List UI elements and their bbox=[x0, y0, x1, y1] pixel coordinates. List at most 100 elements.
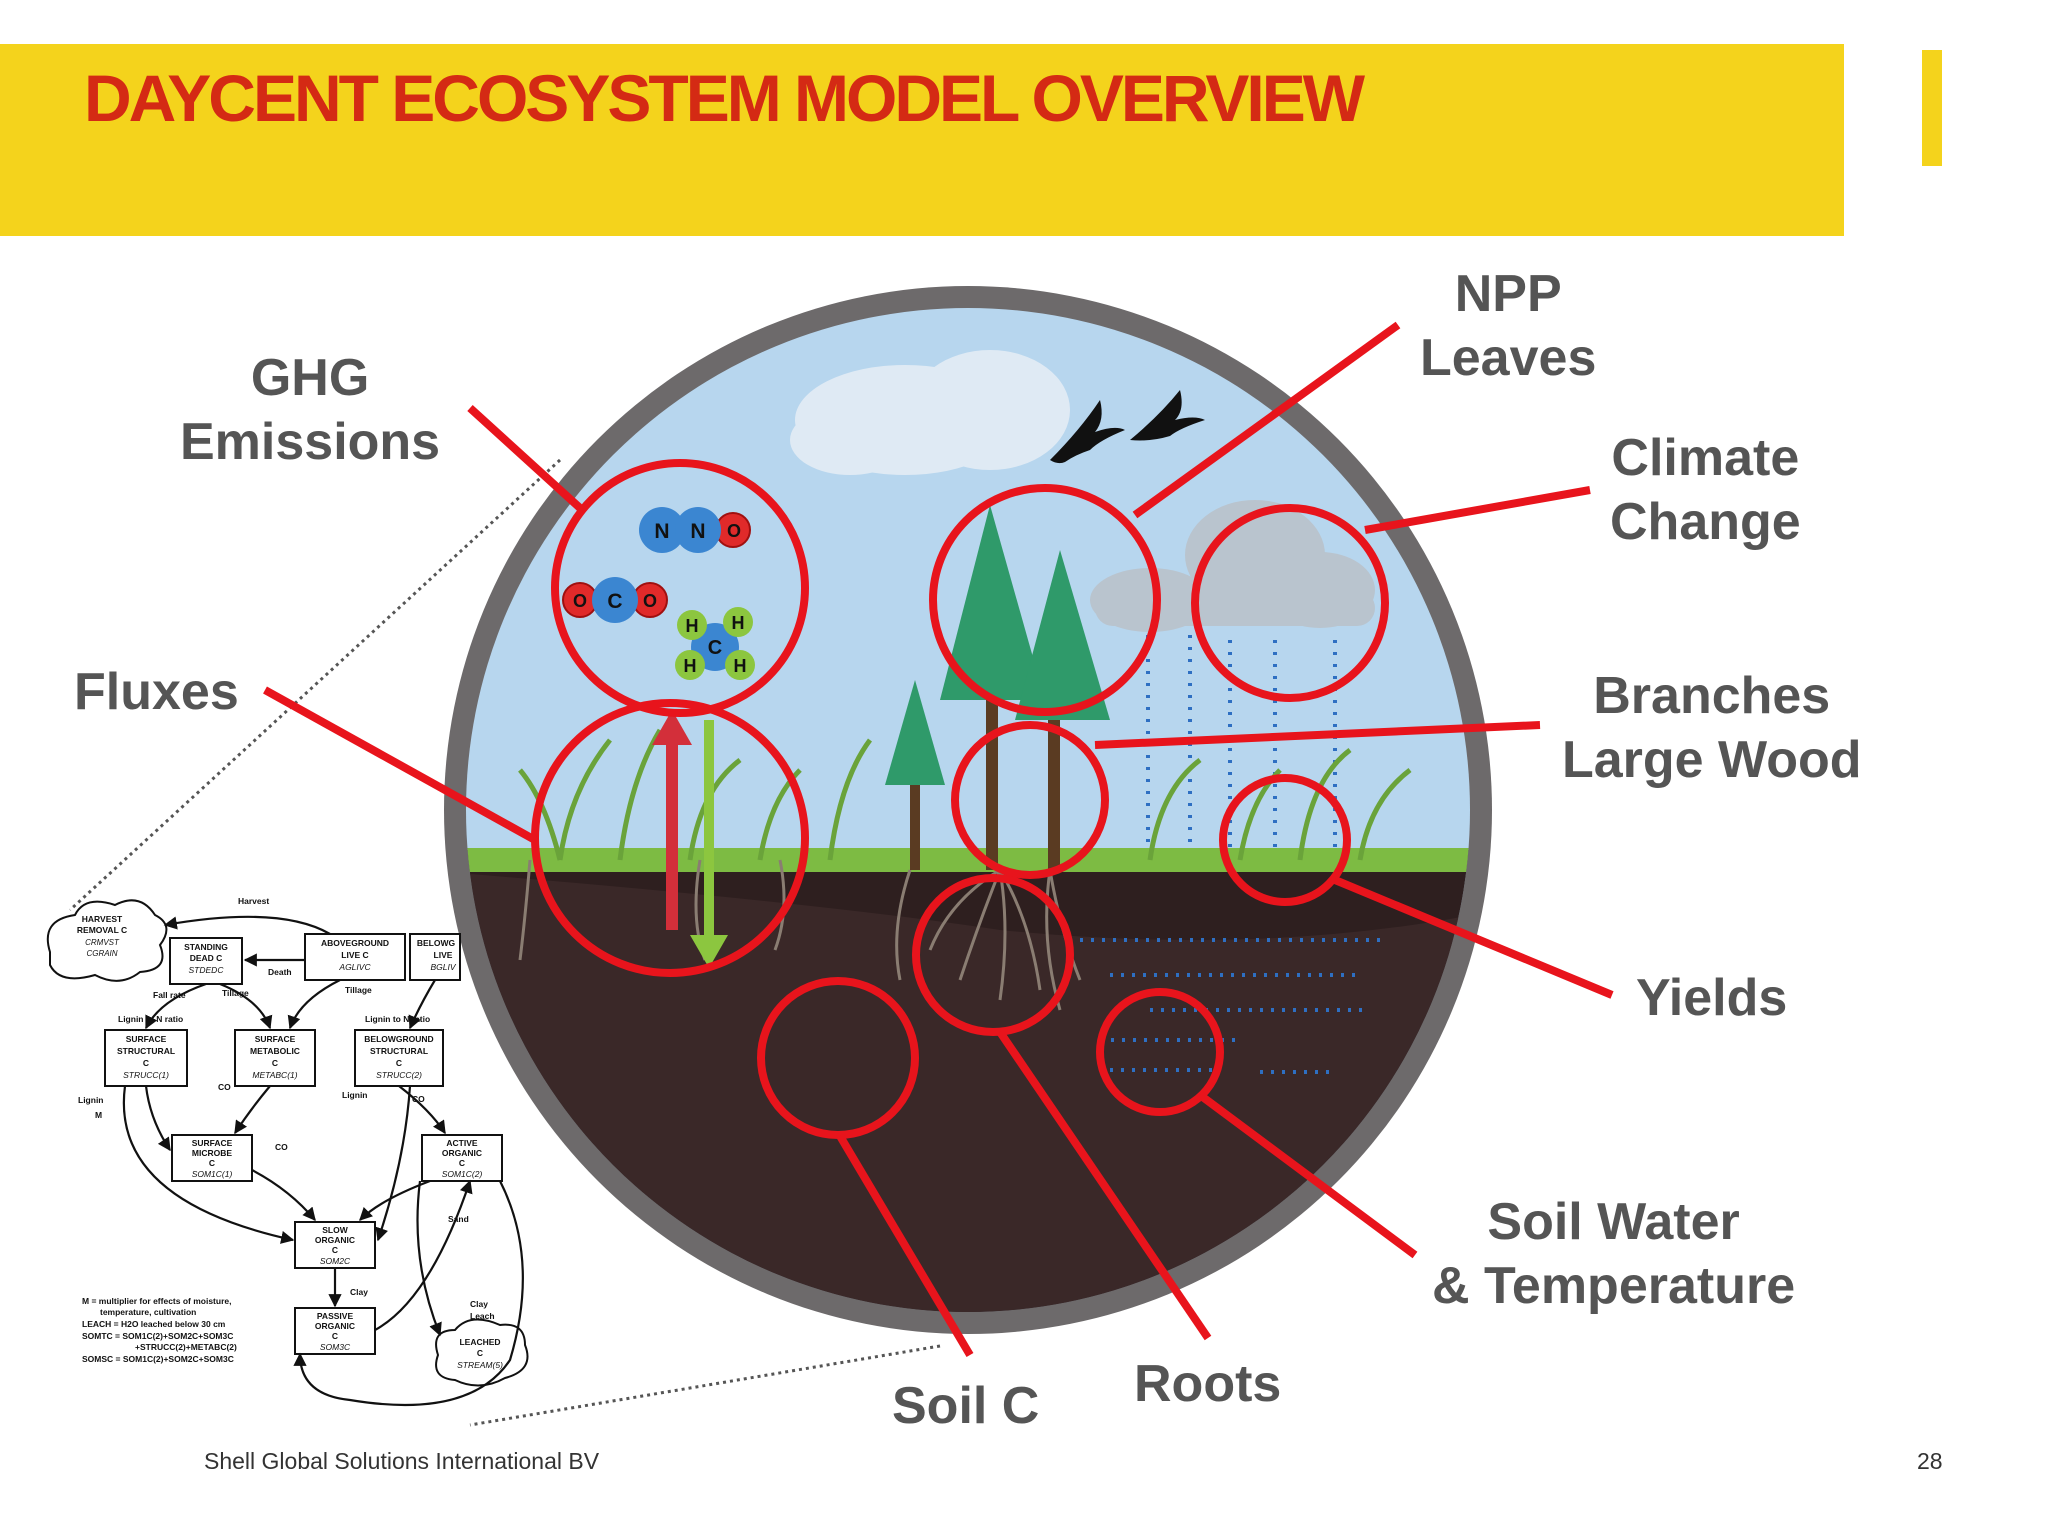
microbe-line-1: SURFACE bbox=[192, 1138, 233, 1148]
surface-microbe-box bbox=[171, 1134, 253, 1182]
ann-sand: Sand bbox=[448, 1214, 469, 1224]
banner-edge bbox=[0, 44, 6, 236]
leached-line-1: LEACHED bbox=[459, 1337, 500, 1347]
label-climate-line-2: Change bbox=[1610, 493, 1801, 551]
label-branches-large-wood: Branches Large Wood bbox=[1562, 664, 1861, 792]
ghg-callout-circle bbox=[551, 459, 809, 717]
flow-fall-metab bbox=[219, 982, 273, 1030]
standing-line-3: STDEDC bbox=[189, 965, 225, 975]
flow-passive-active bbox=[374, 1179, 473, 1331]
flux-arrows bbox=[652, 710, 728, 968]
surf-struct-line-4: STRUCC(1) bbox=[123, 1070, 169, 1080]
n2o-atom-1: N bbox=[654, 520, 669, 543]
surf-struct-line-3: C bbox=[143, 1058, 149, 1068]
side-accent-bar bbox=[1922, 50, 1942, 166]
soil-water-callout-circle bbox=[1096, 988, 1224, 1116]
slow-organic-box bbox=[294, 1221, 376, 1269]
below-struct-line-3: C bbox=[396, 1058, 402, 1068]
ann-fall-rate: Fall rate bbox=[153, 990, 186, 1000]
co2-molecule: O C O bbox=[562, 577, 668, 623]
leached-line-3: STREAM(5) bbox=[457, 1360, 503, 1370]
npp-pointer bbox=[1132, 321, 1401, 519]
belowground-live-box bbox=[409, 933, 461, 981]
roots-pointer bbox=[996, 1029, 1212, 1341]
n2o-atom-3: O bbox=[727, 521, 741, 541]
label-soil-water-line-2: & Temperature bbox=[1432, 1257, 1796, 1315]
flow-active-leach bbox=[416, 1180, 442, 1337]
label-soil-water-line-1: Soil Water bbox=[1487, 1193, 1740, 1251]
aboveground-box bbox=[304, 933, 406, 981]
flow-microbe-slow bbox=[251, 1169, 316, 1222]
ann-lignin-2: Lignin bbox=[342, 1090, 368, 1100]
active-line-4: SOM1C(2) bbox=[442, 1169, 483, 1179]
slide-title: DAYCENT ECOSYSTEM MODEL OVERVIEW bbox=[84, 61, 1365, 135]
climate-pointer bbox=[1364, 486, 1591, 534]
flow-metab-microbe bbox=[234, 1085, 271, 1135]
ann-death: Death bbox=[268, 967, 292, 977]
ch4-atom-3: C bbox=[708, 637, 722, 659]
legend-line-3: LEACH = H2O leached below 30 cm bbox=[82, 1319, 226, 1329]
soil-c-pointer bbox=[836, 1133, 974, 1358]
ann-lignin-ratio-2: Lignin to N ratio bbox=[365, 1014, 430, 1024]
leached-line-2: C bbox=[477, 1348, 483, 1358]
label-yields: Yields bbox=[1636, 969, 1788, 1027]
label-fluxes: Fluxes bbox=[74, 663, 239, 721]
harvest-line-3: CRMVST bbox=[85, 938, 120, 947]
yields-pointer bbox=[1333, 876, 1614, 999]
surf-struct-line-2: STRUCTURAL bbox=[117, 1046, 175, 1056]
scene-interior bbox=[466, 308, 1470, 1312]
active-line-2: ORGANIC bbox=[442, 1148, 482, 1158]
below-struct-line-4: STRUCC(2) bbox=[376, 1070, 422, 1080]
flow-legend: M = multiplier for effects of moisture, … bbox=[82, 1296, 237, 1364]
title-banner bbox=[6, 44, 1844, 236]
birds bbox=[1050, 390, 1205, 464]
flow-above-metab bbox=[287, 979, 341, 1030]
branches-pointer bbox=[1094, 721, 1541, 749]
leached-cloud bbox=[435, 1318, 529, 1387]
n2o-atom-2: N bbox=[690, 520, 705, 543]
ann-co2-3: CO bbox=[275, 1142, 288, 1152]
flow-struct-slow bbox=[122, 1085, 295, 1244]
label-npp-line-1: NPP bbox=[1454, 265, 1562, 323]
flow-below-struct bbox=[408, 979, 436, 1030]
harvest-line-1: HARVEST bbox=[82, 914, 123, 924]
ann-tillage-2: Tillage bbox=[345, 985, 372, 995]
carbon-flow-diagram: HARVEST REMOVAL C CRMVST CGRAIN STANDING… bbox=[46, 896, 529, 1406]
yields-callout-circle bbox=[1219, 774, 1351, 906]
surf-metab-line-3: C bbox=[272, 1058, 278, 1068]
surf-struct-line-1: SURFACE bbox=[126, 1034, 167, 1044]
ann-lignin-1: Lignin bbox=[78, 1095, 104, 1105]
ch4-atom-2: H bbox=[732, 613, 745, 633]
callouts bbox=[263, 321, 1614, 1358]
slow-line-3: C bbox=[332, 1245, 338, 1255]
flow-bstruct-active bbox=[398, 1085, 446, 1135]
slow-line-1: SLOW bbox=[322, 1225, 348, 1235]
passive-line-4: SOM3C bbox=[320, 1342, 351, 1352]
zoom-line-bottom bbox=[469, 1344, 941, 1427]
legend-line-1: M = multiplier for effects of moisture, bbox=[82, 1296, 231, 1306]
ch4-molecule: H H C H H bbox=[675, 607, 755, 680]
label-branches-line-1: Branches bbox=[1593, 667, 1831, 725]
n2o-molecule: N N O bbox=[639, 507, 751, 553]
standing-line-2: DEAD C bbox=[190, 953, 223, 963]
standing-line-1: STANDING bbox=[184, 942, 228, 952]
aboveground-line-1: ABOVEGROUND bbox=[321, 938, 389, 948]
rain-cloud bbox=[1090, 500, 1375, 632]
ch4-atom-1: H bbox=[686, 616, 699, 636]
below-struct-line-2: STRUCTURAL bbox=[370, 1046, 428, 1056]
ann-co2-1: CO bbox=[218, 1082, 231, 1092]
belowlive-line-1: BELOWG bbox=[417, 938, 456, 948]
label-ghg-emissions: GHG Emissions bbox=[180, 346, 440, 474]
slow-line-2: ORGANIC bbox=[315, 1235, 355, 1245]
flow-bstruct-slow bbox=[375, 1085, 412, 1242]
microbe-line-3: C bbox=[209, 1158, 215, 1168]
label-npp-line-2: Leaves bbox=[1420, 329, 1597, 387]
microbe-line-2: MICROBE bbox=[192, 1148, 232, 1158]
label-ghg-line-1: GHG bbox=[250, 349, 370, 407]
zoom-line-top bbox=[68, 458, 562, 912]
aboveground-line-2: LIVE C bbox=[341, 950, 368, 960]
flow-loop bbox=[293, 1180, 524, 1406]
flow-harvest bbox=[163, 915, 331, 935]
page-number: 28 bbox=[1917, 1448, 1943, 1474]
